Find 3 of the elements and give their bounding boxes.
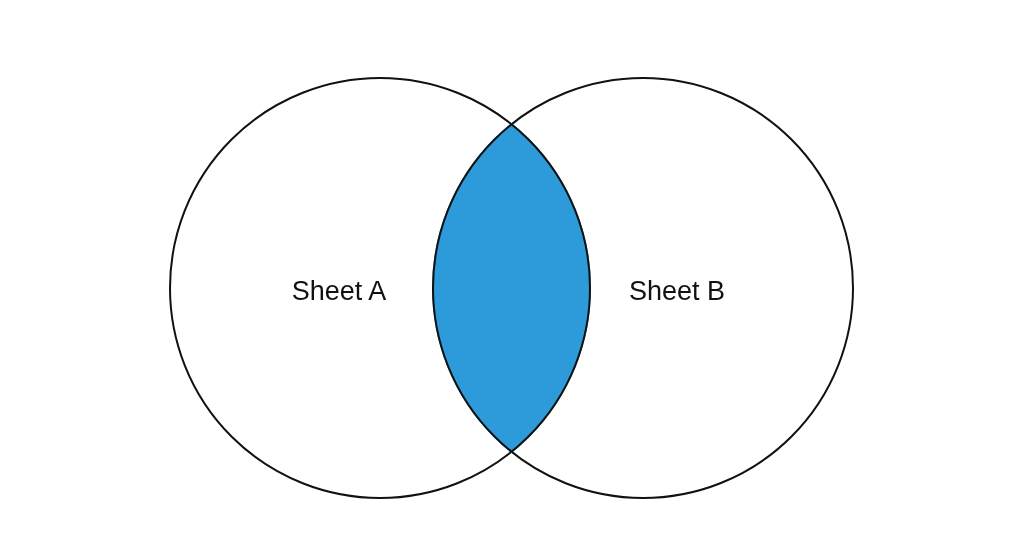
overlap-region [432, 123, 591, 453]
circle-label: Sheet B [628, 275, 726, 307]
circle-label: Sheet A [291, 275, 387, 307]
